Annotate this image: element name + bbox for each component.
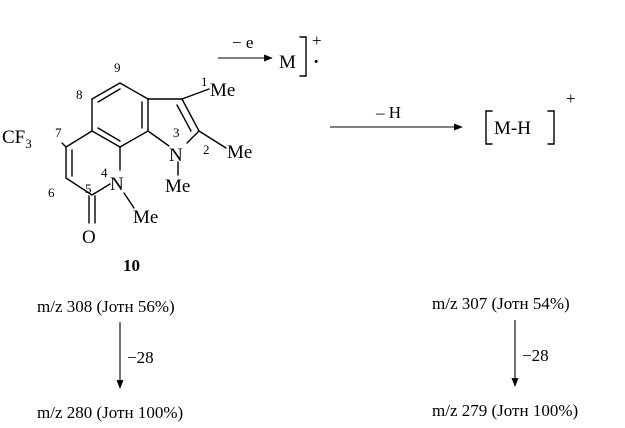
compound-number: 10 xyxy=(123,256,140,275)
ionization-arrow-label: − e xyxy=(232,33,253,52)
h-loss-arrow-label: – H xyxy=(375,103,401,122)
locant-6: 6 xyxy=(48,185,55,200)
right-loss-label: −28 xyxy=(522,346,549,365)
bond-c9-c9a xyxy=(119,82,149,100)
locant-1: 1 xyxy=(201,74,208,89)
bond-n3-c9b xyxy=(147,130,170,147)
molecular-ion-charge: + xyxy=(312,31,322,50)
mh-ion-charge: + xyxy=(566,89,576,108)
molecular-ion-bracket xyxy=(299,36,307,77)
me-n3-label: Me xyxy=(165,176,190,197)
mh-ion-label: M-H xyxy=(494,118,531,139)
bond-c8-c9-double xyxy=(97,88,121,103)
right-daughter-peak: m/z 279 (Jотн 100%) xyxy=(432,401,578,420)
mh-ion-right-bracket xyxy=(547,110,555,145)
locant-8: 8 xyxy=(76,87,83,102)
bond-c9b-c8a xyxy=(119,130,149,148)
bond-c2-me xyxy=(198,130,227,149)
right-parent-peak: m/z 307 (Jотн 54%) xyxy=(432,294,570,313)
left-loss-label: −28 xyxy=(127,348,154,367)
locant-7: 7 xyxy=(55,125,62,140)
locant-3: 3 xyxy=(173,125,180,140)
left-parent-peak: m/z 308 (Jотн 56%) xyxy=(37,297,175,316)
locant-4: 4 xyxy=(101,165,108,180)
bond-c1-c2-double xyxy=(176,104,192,132)
locant-9: 9 xyxy=(114,60,121,75)
bond-c1-c2 xyxy=(181,98,200,132)
me-c2-label: Me xyxy=(227,142,252,163)
atom-n4-label: N xyxy=(110,174,124,195)
locant-5: 5 xyxy=(85,181,92,196)
me-c1-label: Me xyxy=(210,80,235,101)
bond-n4-me xyxy=(123,192,135,209)
bond-c5-n4 xyxy=(91,183,111,196)
bond-c2-n3 xyxy=(186,130,200,144)
bond-c7a-c7 xyxy=(65,130,93,148)
molecular-ion-radical: · xyxy=(313,52,319,73)
atom-oxygen-label: O xyxy=(82,227,96,248)
molecular-ion-label: M xyxy=(279,52,296,73)
bond-c8a-c7a xyxy=(91,130,121,148)
ionization-step: − e M + · xyxy=(218,31,322,77)
bond-c1-me xyxy=(181,88,210,100)
h-loss-step: – H M-H + xyxy=(330,89,576,145)
bond-c8-c9 xyxy=(91,82,121,100)
right-fragmentation: m/z 307 (Jотн 54%) −28 m/z 279 (Jотн 100… xyxy=(432,294,578,420)
me-n4-label: Me xyxy=(133,207,158,228)
molecule-structure: N N O Me Me Me Me CF3 1 2 3 4 5 6 7 8 9 … xyxy=(2,60,252,275)
mh-ion-left-bracket xyxy=(485,110,493,145)
left-daughter-peak: m/z 280 (Jотн 100%) xyxy=(37,403,183,422)
atom-n3-label: N xyxy=(169,145,183,166)
left-fragmentation: m/z 308 (Jотн 56%) −28 m/z 280 (Jотн 100… xyxy=(37,297,183,422)
locant-2: 2 xyxy=(203,142,210,157)
bond-c6-c5 xyxy=(65,177,93,196)
cf3-label: CF3 xyxy=(2,127,32,151)
bond-c8a-c7a-double xyxy=(97,127,121,142)
bond-c7-cf3 xyxy=(61,142,67,148)
